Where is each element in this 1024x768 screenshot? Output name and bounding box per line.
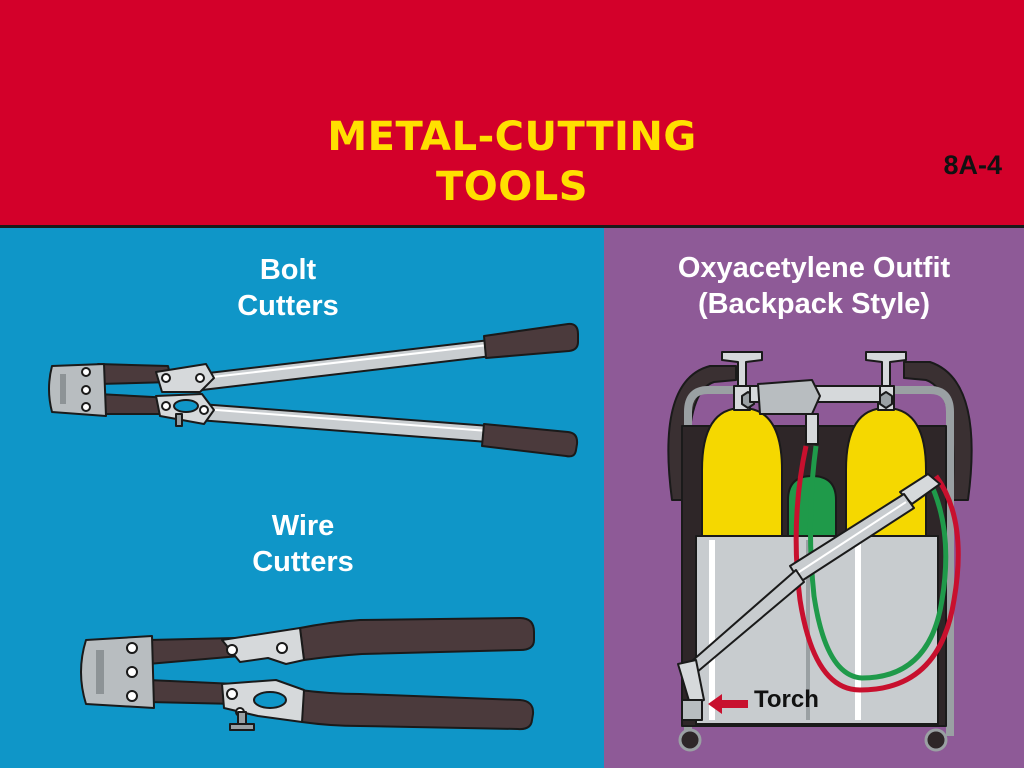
- slide-number: 8A-4: [943, 150, 1002, 180]
- bolt-cutters-illustration: [48, 322, 579, 458]
- header-bar: METAL-CUTTING TOOLS 8A-4: [0, 0, 1024, 228]
- wire-cutters-label: Wire Cutters: [203, 508, 403, 580]
- oxyacetylene-outfit-label: Oxyacetylene Outfit (Backpack Style): [620, 250, 1008, 322]
- oxyacetylene-backpack-illustration: [667, 351, 973, 752]
- slide-title: METAL-CUTTING TOOLS: [262, 112, 762, 212]
- bolt-cutters-label-line-1: Bolt: [259, 254, 317, 286]
- wire-cutters-label-line-2: Cutters: [252, 546, 354, 578]
- torch-label: Torch: [754, 686, 819, 713]
- oxyacetylene-label-line-1: Oxyacetylene Outfit: [677, 252, 951, 284]
- title-line-2: TOOLS: [435, 164, 589, 210]
- wire-cutters-illustration: [80, 617, 535, 731]
- oxyacetylene-label-line-2: (Backpack Style): [697, 288, 931, 320]
- bolt-cutters-label-line-2: Cutters: [237, 290, 339, 322]
- wire-cutters-label-line-1: Wire: [271, 510, 335, 542]
- title-line-1: METAL-CUTTING: [327, 114, 697, 160]
- bolt-cutters-label: Bolt Cutters: [188, 252, 388, 324]
